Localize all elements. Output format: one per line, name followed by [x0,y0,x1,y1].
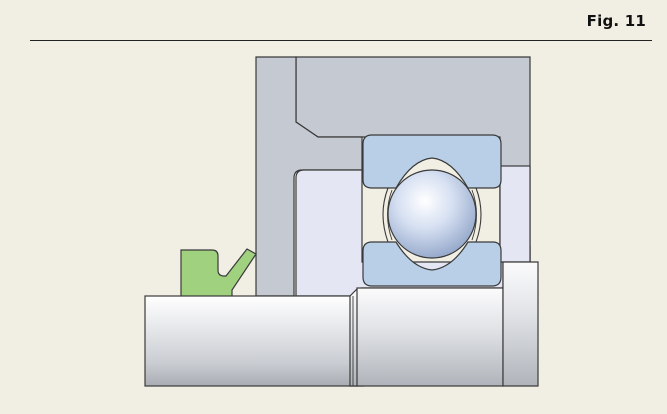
housing-recess-right [499,165,531,263]
bearing-ball [387,169,477,259]
cage-right [475,187,482,243]
bearing-inner-ring [362,241,502,287]
figure-label: Fig. 11 [586,12,646,30]
header-rule [30,40,652,41]
housing-cover [255,56,363,297]
shaft-left [144,295,358,387]
cage-left [382,187,389,243]
shaft-right [356,287,504,387]
bearing-outer-ring [362,134,502,189]
lip-seal [180,248,257,299]
shaft-end [502,261,539,387]
